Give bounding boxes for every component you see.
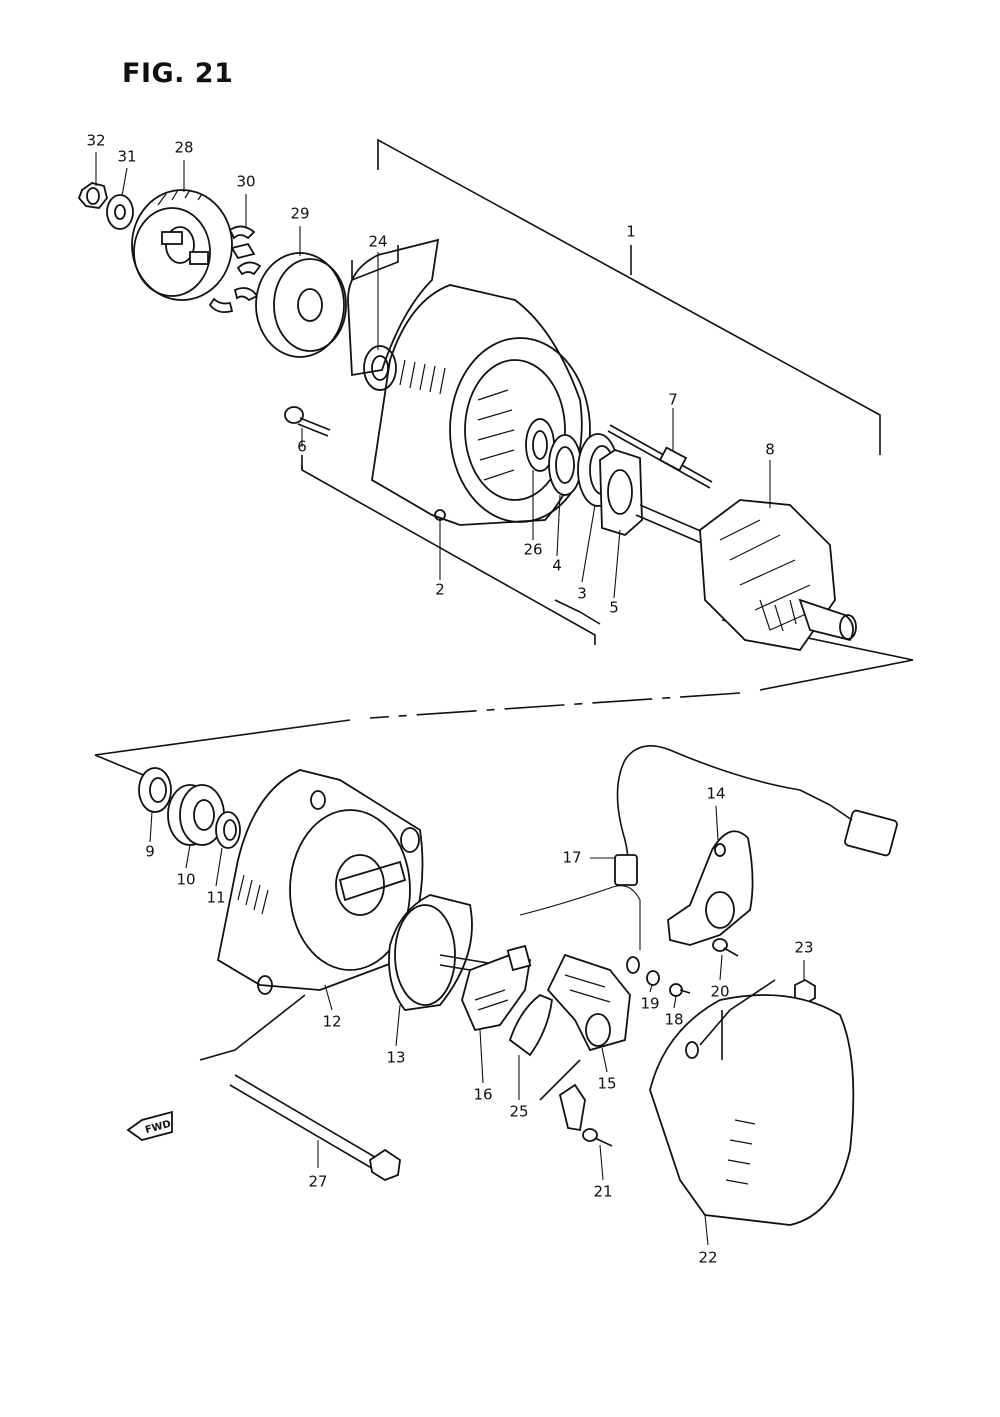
part-14-plate xyxy=(667,830,754,946)
callout-labels: 1 2 3 4 5 6 7 8 9 10 11 12 13 14 15 16 1… xyxy=(86,132,813,1267)
part-15-regulator xyxy=(546,953,631,1052)
callout-2: 2 xyxy=(435,581,445,599)
part-2-front-housing xyxy=(363,284,591,526)
callout-1: 1 xyxy=(626,223,636,241)
part-11-ring xyxy=(215,811,241,849)
part-19-washer xyxy=(646,970,660,986)
part-17-harness xyxy=(519,744,898,974)
part-31-washer xyxy=(106,194,134,230)
callout-3: 3 xyxy=(577,585,587,603)
callout-27: 27 xyxy=(308,1173,327,1191)
callout-11: 11 xyxy=(206,889,225,907)
callout-23: 23 xyxy=(794,939,813,957)
callout-19: 19 xyxy=(640,995,659,1013)
callout-7: 7 xyxy=(668,391,678,409)
part-13-stator xyxy=(388,894,501,1011)
callout-9: 9 xyxy=(145,843,155,861)
callout-22: 22 xyxy=(698,1249,717,1267)
part-9-washer xyxy=(138,767,172,813)
part-28-pulley xyxy=(131,189,233,301)
callout-21: 21 xyxy=(593,1183,612,1201)
part-22-rear-cover xyxy=(649,979,855,1226)
callout-8: 8 xyxy=(765,441,775,459)
part-6-bolt xyxy=(284,406,331,437)
callout-32: 32 xyxy=(86,132,105,150)
callout-13: 13 xyxy=(386,1049,405,1067)
figure-title: FIG. 21 xyxy=(122,58,234,89)
part-29-disc xyxy=(255,252,347,358)
callout-5: 5 xyxy=(609,599,619,617)
callout-30: 30 xyxy=(236,173,255,191)
callout-14: 14 xyxy=(706,785,725,803)
part-7-stud xyxy=(607,424,713,489)
part-30-damper xyxy=(208,225,262,314)
callout-20: 20 xyxy=(710,983,729,1001)
callout-4: 4 xyxy=(552,557,562,575)
callout-25: 25 xyxy=(509,1103,528,1121)
part-20-screw xyxy=(712,938,739,957)
part-27-long-bolt xyxy=(199,994,401,1181)
leader-lines xyxy=(95,152,805,1246)
callout-6: 6 xyxy=(297,438,307,456)
callout-12: 12 xyxy=(322,1013,341,1031)
part-24-gasket xyxy=(347,238,440,377)
part-25-pad xyxy=(508,993,553,1057)
callout-18: 18 xyxy=(664,1011,683,1029)
callout-31: 31 xyxy=(117,148,136,166)
part-8-rotor xyxy=(635,499,857,651)
callout-24: 24 xyxy=(368,233,387,251)
callout-29: 29 xyxy=(290,205,309,223)
part-4-bearing xyxy=(548,434,582,496)
callout-26: 26 xyxy=(523,541,542,559)
part-18-screw xyxy=(669,983,691,997)
part-5-retainer xyxy=(599,449,643,537)
callout-10: 10 xyxy=(176,871,195,889)
part-10-bearing xyxy=(167,784,225,846)
callout-15: 15 xyxy=(597,1075,616,1093)
fwd-arrow-icon: FWD xyxy=(126,1110,173,1141)
part-21-screw xyxy=(539,1059,613,1147)
part-16-brush-holder xyxy=(461,944,532,1032)
callout-16: 16 xyxy=(473,1086,492,1104)
part-32-nut xyxy=(77,182,108,209)
part-26-ring xyxy=(525,418,555,472)
callout-28: 28 xyxy=(174,139,193,157)
callout-17: 17 xyxy=(562,849,581,867)
